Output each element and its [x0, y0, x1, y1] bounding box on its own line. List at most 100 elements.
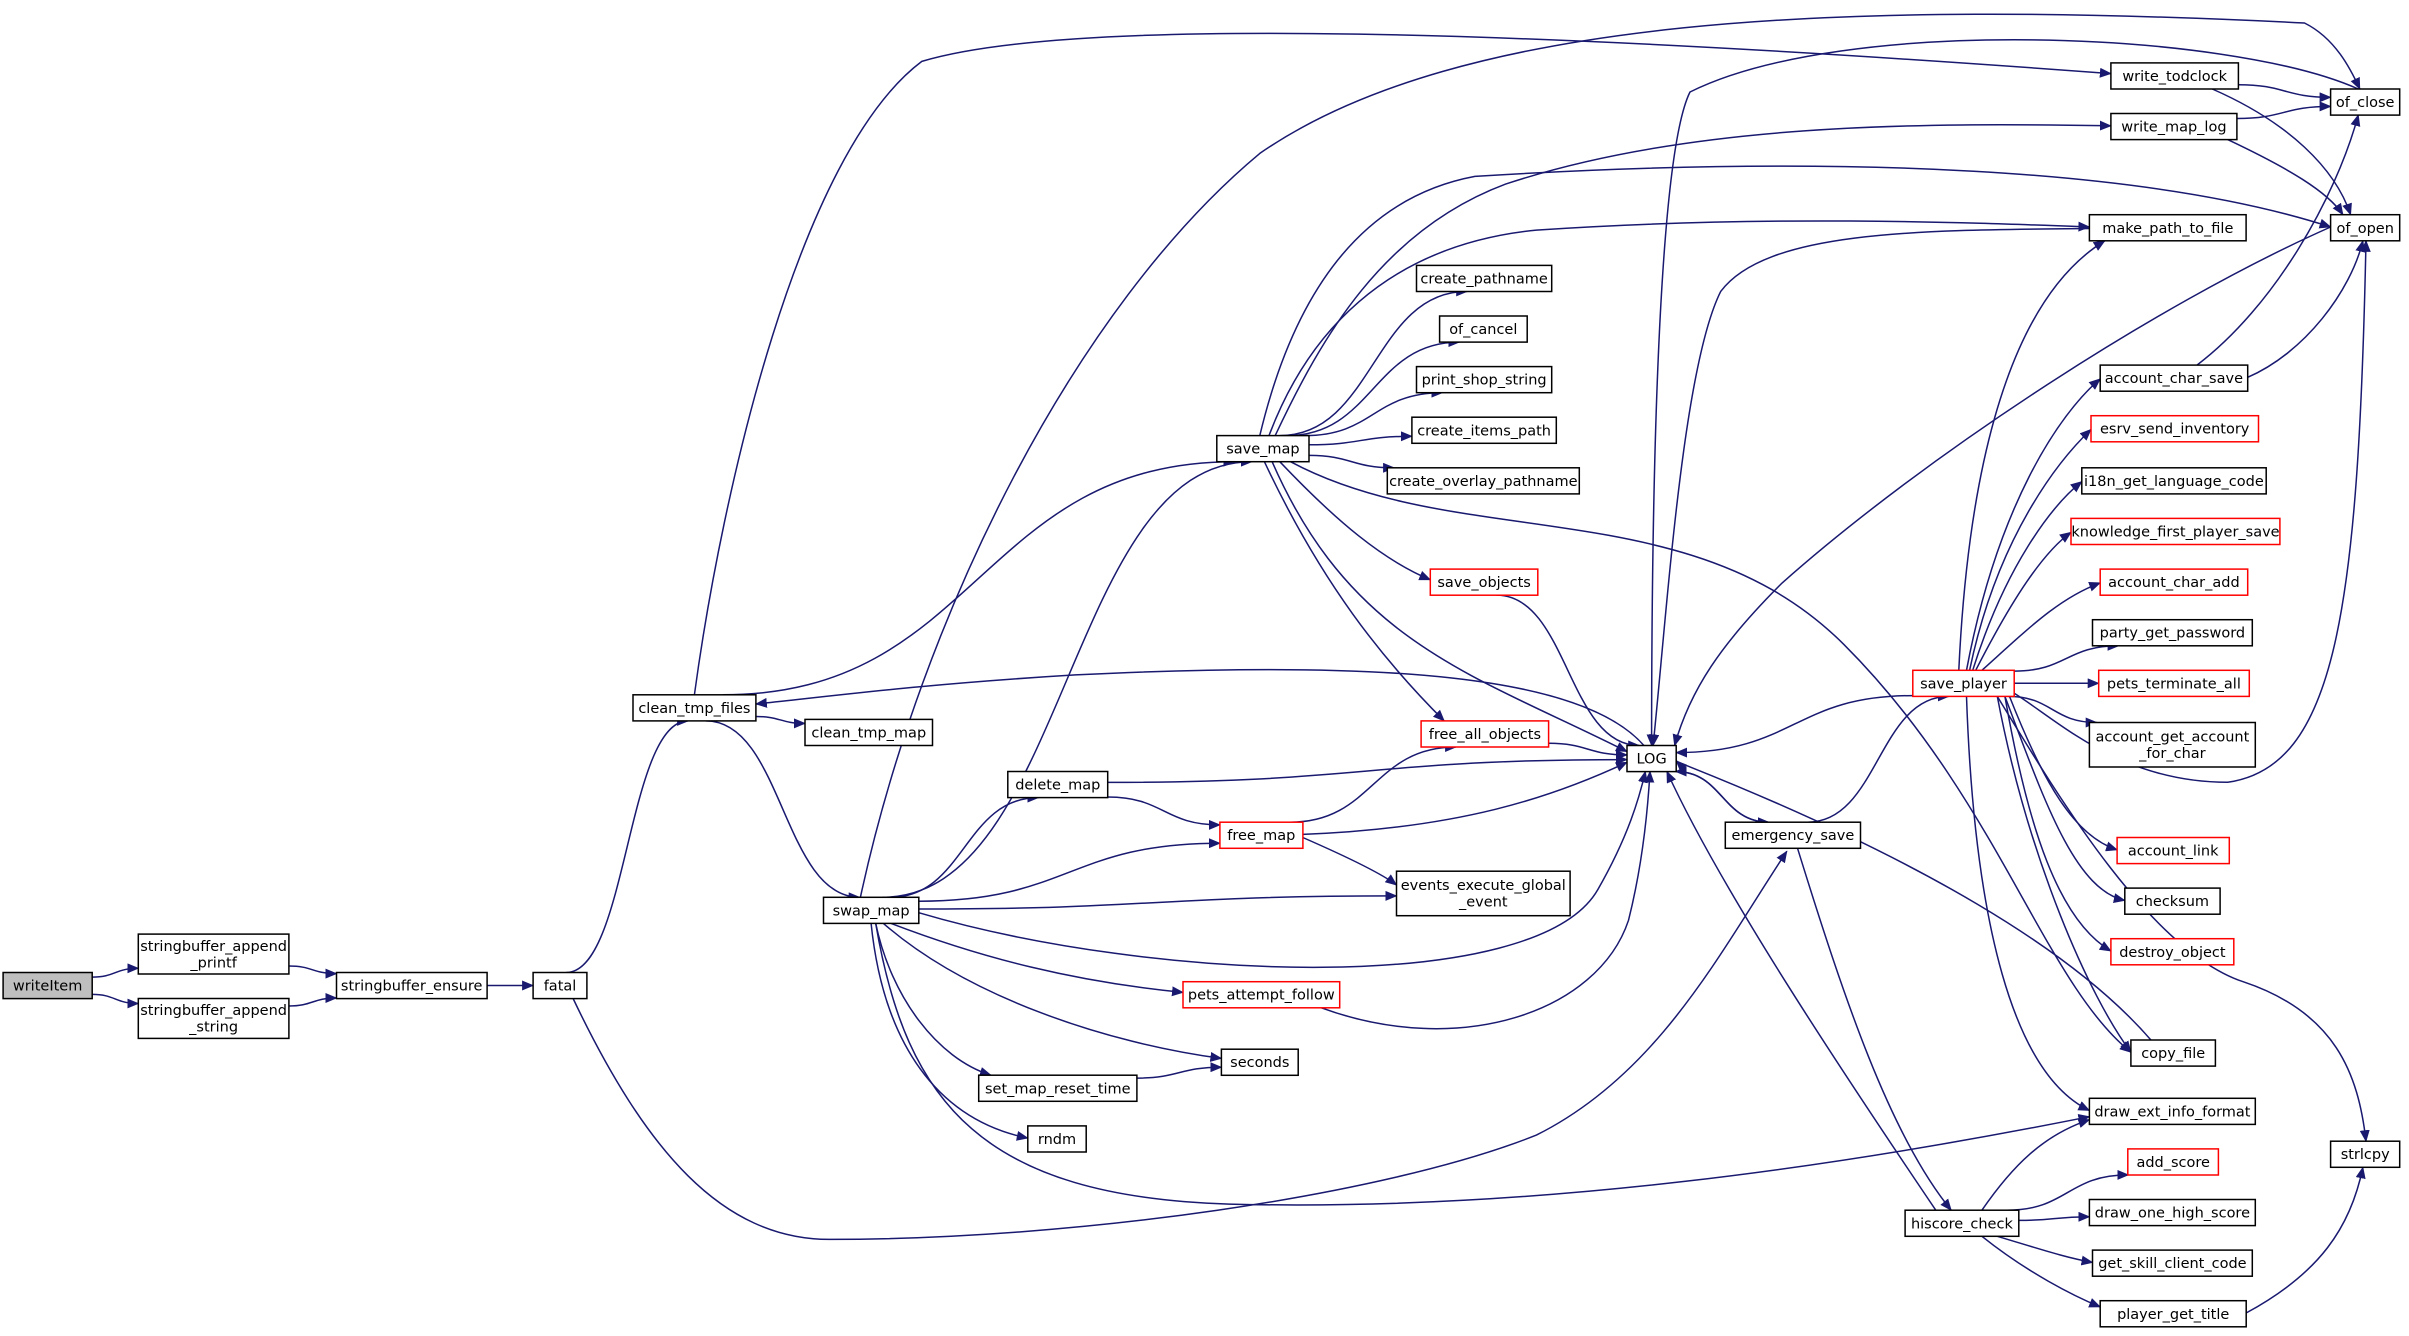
node-box[interactable] — [1007, 770, 1109, 799]
node-box[interactable] — [1438, 315, 1528, 343]
node-account-link[interactable]: account_link — [2116, 836, 2231, 865]
node-box[interactable] — [137, 997, 290, 1040]
node-pets-attempt-follow[interactable]: pets_attempt_follow — [1182, 980, 1341, 1009]
node-box[interactable] — [137, 933, 290, 975]
node-account-get-account-for-char[interactable]: account_get_account_for_char — [2088, 721, 2257, 768]
node-box[interactable] — [2097, 669, 2251, 698]
node-events-execute-global-event[interactable]: events_execute_global_event — [1395, 870, 1571, 917]
node-draw-ext-info-format[interactable]: draw_ext_info_format — [2088, 1097, 2257, 1126]
node-write-map-log[interactable]: write_map_log — [2110, 112, 2238, 141]
node-set-map-reset-time[interactable]: set_map_reset_time — [977, 1074, 1138, 1103]
node-rndm[interactable]: rndm — [1027, 1125, 1087, 1153]
node-box[interactable] — [2091, 1249, 2254, 1277]
node-box[interactable] — [1182, 980, 1341, 1009]
node-box[interactable] — [2088, 213, 2247, 242]
node-draw-one-high-score[interactable]: draw_one_high_score — [2088, 1198, 2257, 1227]
node-free-map[interactable]: free_map — [1219, 821, 1304, 850]
node-save-objects[interactable]: save_objects — [1429, 568, 1539, 596]
node-strlcpy[interactable]: strlcpy — [2329, 1140, 2401, 1169]
node-stringbuffer-append-printf[interactable]: stringbuffer_append_printf — [137, 933, 290, 975]
node-esrv-send-inventory[interactable]: esrv_send_inventory — [2090, 414, 2260, 443]
node-box[interactable] — [2088, 1198, 2257, 1227]
node-destroy-object[interactable]: destroy_object — [2110, 937, 2235, 966]
node-box[interactable] — [2130, 1039, 2217, 1067]
node-clean-tmp-map[interactable]: clean_tmp_map — [804, 718, 934, 747]
node-save-player[interactable]: save_player — [1912, 669, 2015, 698]
node-account-char-save[interactable]: account_char_save — [2099, 364, 2249, 392]
node-swap-map[interactable]: swap_map — [822, 896, 920, 925]
node-box[interactable] — [532, 971, 588, 1000]
node-i18n-get-language-code[interactable]: i18n_get_language_code — [2081, 467, 2267, 495]
node-box[interactable] — [1912, 669, 2015, 698]
node-box[interactable] — [822, 896, 920, 925]
node-box[interactable] — [632, 694, 757, 722]
node-box[interactable] — [1626, 744, 1677, 773]
node-box[interactable] — [1027, 1125, 1087, 1153]
node-create-pathname[interactable]: create_pathname — [1415, 264, 1553, 293]
node-box[interactable] — [2099, 364, 2249, 392]
node-box[interactable] — [2110, 62, 2240, 90]
node-create-items-path[interactable]: create_items_path — [1411, 416, 1558, 445]
node-box[interactable] — [1220, 1048, 1299, 1077]
node-account-char-add[interactable]: account_char_add — [2099, 568, 2249, 596]
node-checksum[interactable]: checksum — [2124, 887, 2221, 915]
node-fatal[interactable]: fatal — [532, 971, 588, 1000]
node-clean-tmp-files[interactable]: clean_tmp_files — [632, 694, 757, 722]
node-of-open[interactable]: of_open — [2329, 213, 2401, 242]
node-box[interactable] — [2127, 1148, 2220, 1176]
node-save-map[interactable]: save_map — [1216, 434, 1310, 463]
node-box[interactable] — [1216, 434, 1310, 463]
node-box[interactable] — [2099, 1299, 2247, 1328]
node-create-overlay-pathname[interactable]: create_overlay_pathname — [1386, 467, 1581, 495]
node-box[interactable] — [2070, 517, 2281, 546]
node-box[interactable] — [2329, 213, 2401, 242]
node-box[interactable] — [2124, 887, 2221, 915]
node-box[interactable] — [2116, 836, 2231, 865]
node-box[interactable] — [1420, 720, 1550, 748]
node-get-skill-client-code[interactable]: get_skill_client_code — [2091, 1249, 2254, 1277]
node-LOG[interactable]: LOG — [1626, 744, 1677, 773]
node-pets-terminate-all[interactable]: pets_terminate_all — [2097, 669, 2251, 698]
node-box[interactable] — [2090, 414, 2260, 443]
node-write-todclock[interactable]: write_todclock — [2110, 62, 2240, 90]
node-emergency-save[interactable]: emergency_save — [1724, 821, 1862, 850]
node-box[interactable] — [2329, 1140, 2401, 1169]
node-print-shop-string[interactable]: print_shop_string — [1415, 365, 1553, 394]
node-box[interactable] — [1415, 264, 1553, 293]
node-box[interactable] — [2099, 568, 2249, 596]
node-delete-map[interactable]: delete_map — [1007, 770, 1109, 799]
node-stringbuffer-append-string[interactable]: stringbuffer_append_string — [137, 997, 290, 1040]
node-writeItem[interactable]: writeItem — [2, 971, 93, 1000]
node-box[interactable] — [2088, 721, 2257, 768]
node-box[interactable] — [2110, 112, 2238, 141]
node-add-score[interactable]: add_score — [2127, 1148, 2220, 1176]
node-box[interactable] — [1395, 870, 1571, 917]
node-box[interactable] — [1724, 821, 1862, 850]
node-player-get-title[interactable]: player_get_title — [2099, 1299, 2247, 1328]
node-stringbuffer-ensure[interactable]: stringbuffer_ensure — [335, 971, 488, 1000]
node-box[interactable] — [1415, 365, 1553, 394]
node-box[interactable] — [1386, 467, 1581, 495]
node-box[interactable] — [2110, 937, 2235, 966]
node-party-get-password[interactable]: party_get_password — [2091, 618, 2254, 647]
node-copy-file[interactable]: copy_file — [2130, 1039, 2217, 1067]
node-knowledge-first-player-save[interactable]: knowledge_first_player_save — [2070, 517, 2281, 546]
node-seconds[interactable]: seconds — [1220, 1048, 1299, 1077]
node-box[interactable] — [2, 971, 93, 1000]
node-box[interactable] — [1219, 821, 1304, 850]
node-box[interactable] — [2081, 467, 2267, 495]
node-box[interactable] — [2329, 88, 2401, 116]
node-box[interactable] — [335, 971, 488, 1000]
node-hiscore-check[interactable]: hiscore_check — [1904, 1209, 2020, 1238]
node-box[interactable] — [804, 718, 934, 747]
node-of-cancel[interactable]: of_cancel — [1438, 315, 1528, 343]
node-box[interactable] — [2091, 618, 2254, 647]
node-box[interactable] — [2088, 1097, 2257, 1126]
node-box[interactable] — [1429, 568, 1539, 596]
node-box[interactable] — [1904, 1209, 2020, 1238]
node-free-all-objects[interactable]: free_all_objects — [1420, 720, 1550, 748]
node-of-close[interactable]: of_close — [2329, 88, 2401, 116]
node-box[interactable] — [977, 1074, 1138, 1103]
node-box[interactable] — [1411, 416, 1558, 445]
node-make-path-to-file[interactable]: make_path_to_file — [2088, 213, 2247, 242]
